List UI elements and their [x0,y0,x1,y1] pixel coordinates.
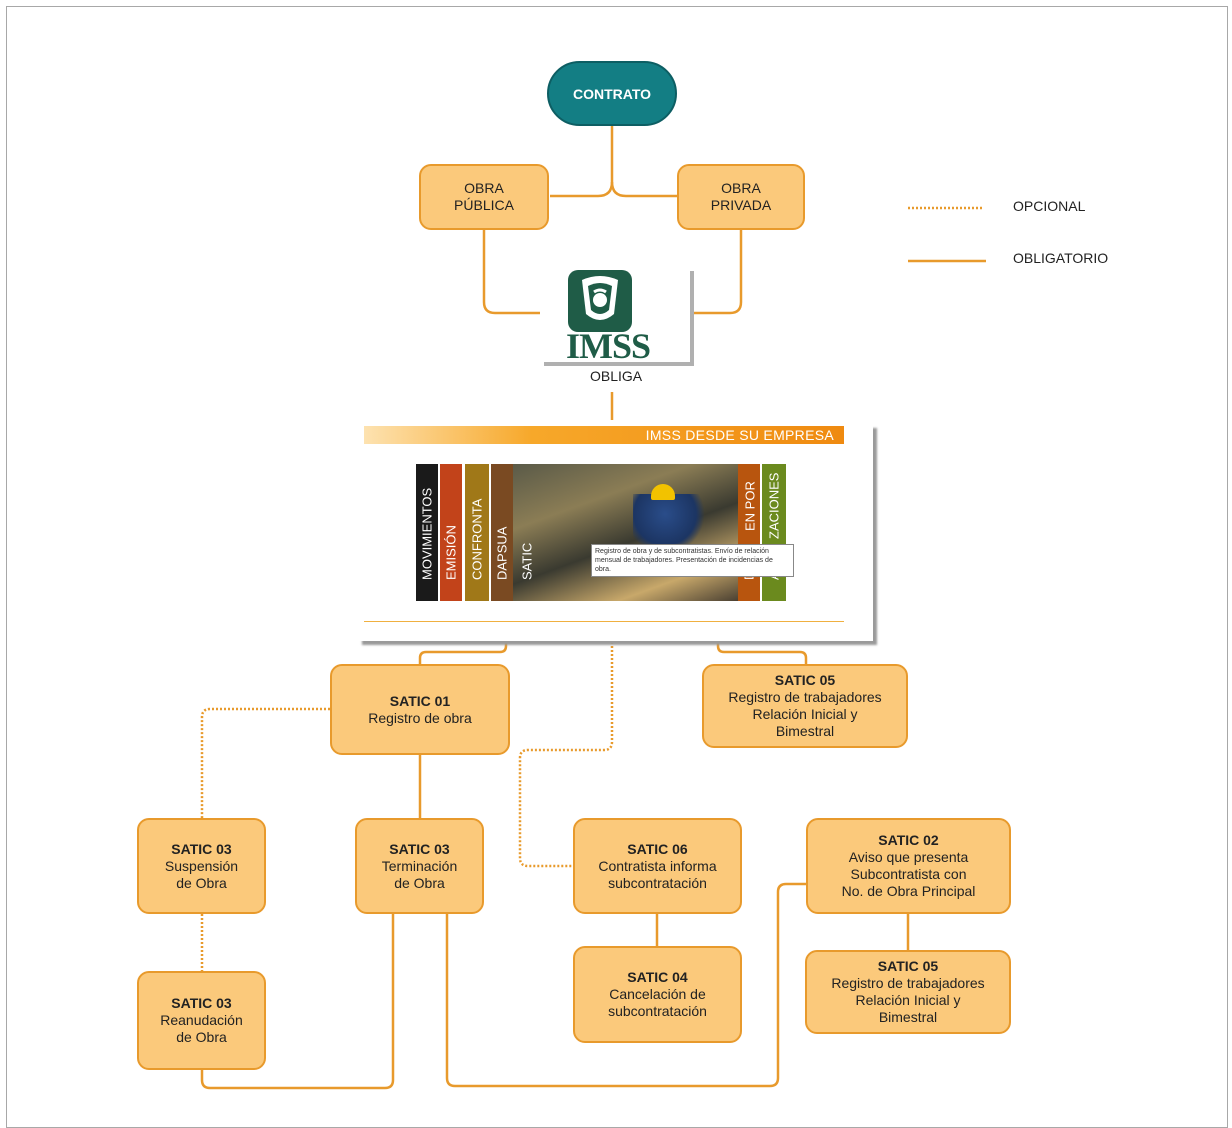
node-satic01-text: Registro de obra [368,709,472,726]
node-satic06: SATIC 06 Contratista informa subcontrata… [573,818,742,914]
banner-strip-emision: EMISIÓN [440,464,462,601]
banner-strip-satic: SATIC [519,542,535,580]
dotted-banner-satic06 [518,638,614,868]
node-satic04: SATIC 04 Cancelación de subcontratación [573,946,742,1043]
imss-logo: IMSS [540,267,690,366]
node-satic05-top: SATIC 05 Registro de trabajadores Relaci… [702,664,908,748]
line-publica-imss [482,230,540,315]
banner-tooltip: Registro de obra y de subcontratistas. E… [591,544,794,577]
helmet-shape [651,484,675,500]
line-privada-imss [690,230,743,315]
node-satic01-code: SATIC 01 [389,692,451,709]
node-obra-publica-label: OBRA PÚBLICA [454,180,514,213]
node-satic02: SATIC 02 Aviso que presenta Subcontratis… [806,818,1011,914]
node-satic03-reanudacion-code: SATIC 03 [171,995,232,1011]
node-satic04-text: Cancelación de subcontratación [608,986,707,1019]
banner-photo [513,464,738,601]
line-banner-satic05 [716,638,808,664]
node-satic02-text: Aviso que presenta Subcontratista con No… [841,849,976,899]
node-satic05-top-text: Registro de trabajadores Relación Inicia… [728,689,882,739]
node-satic03-terminacion: SATIC 03 Terminación de Obra [355,818,484,914]
imss-emblem-icon [568,270,632,332]
node-obra-privada-label: OBRA PRIVADA [710,180,772,213]
node-satic05-bottom-text: Registro de trabajadores Relación Inicia… [831,975,985,1025]
node-satic06-code: SATIC 06 [627,840,688,857]
banner-strip-en-por: EN POR [742,481,758,531]
node-satic05-top-code: SATIC 05 [774,672,836,688]
banner-title: IMSS DESDE SU EMPRESA [364,426,844,444]
banner-bottom-rule [364,621,844,622]
node-satic03-suspension: SATIC 03 Suspensión de Obra [137,818,266,914]
node-satic05-bottom: SATIC 05 Registro de trabajadores Relaci… [805,950,1011,1034]
node-satic06-text: Contratista informa subcontratación [598,857,717,891]
obliga-caption: OBLIGA [590,368,643,384]
node-satic05-bottom-code: SATIC 05 [877,958,939,974]
node-satic03-reanudacion-text: Reanudación de Obra [160,1012,243,1045]
node-contrato-label: CONTRATO [572,85,652,102]
node-satic03-suspension-text: Suspensión de Obra [164,857,239,891]
node-satic01: SATIC 01 Registro de obra [330,664,510,755]
node-satic03-suspension-code: SATIC 03 [171,840,232,857]
node-satic03-terminacion-code: SATIC 03 [389,840,450,857]
banner-strip-dapsua: DAPSUA [491,464,513,601]
line-term-satic02 [445,882,806,1088]
line-contrato-obra [550,126,614,198]
node-satic04-code: SATIC 04 [627,969,688,985]
node-contrato: CONTRATO [547,61,677,126]
imss-desde-su-empresa-banner: IMSS DESDE SU EMPRESA MOVIMIENTOS EMISIÓ… [358,424,873,641]
legend-optional-label: OPCIONAL [1013,198,1086,214]
banner-strip-confronta: CONFRONTA [465,464,489,601]
node-obra-publica: OBRA PÚBLICA [419,164,549,230]
node-satic03-terminacion-text: Terminación de Obra [381,857,458,891]
node-satic03-reanudacion: SATIC 03 Reanudación de Obra [137,971,266,1070]
line-term-rean [200,914,395,1090]
imss-wordmark: IMSS [566,326,651,366]
legend-mandatory-label: OBLIGATORIO [1013,250,1109,266]
line-banner-satic01 [418,638,508,664]
dotted-satic01-susp [200,707,330,818]
node-obra-privada: OBRA PRIVADA [677,164,805,230]
banner-strip-au: AU [762,464,786,601]
line-contrato-privada [610,181,677,198]
worker-figure [633,494,713,544]
banner-strip-movimientos: MOVIMIENTOS [416,464,438,601]
node-satic02-code: SATIC 02 [878,832,939,848]
